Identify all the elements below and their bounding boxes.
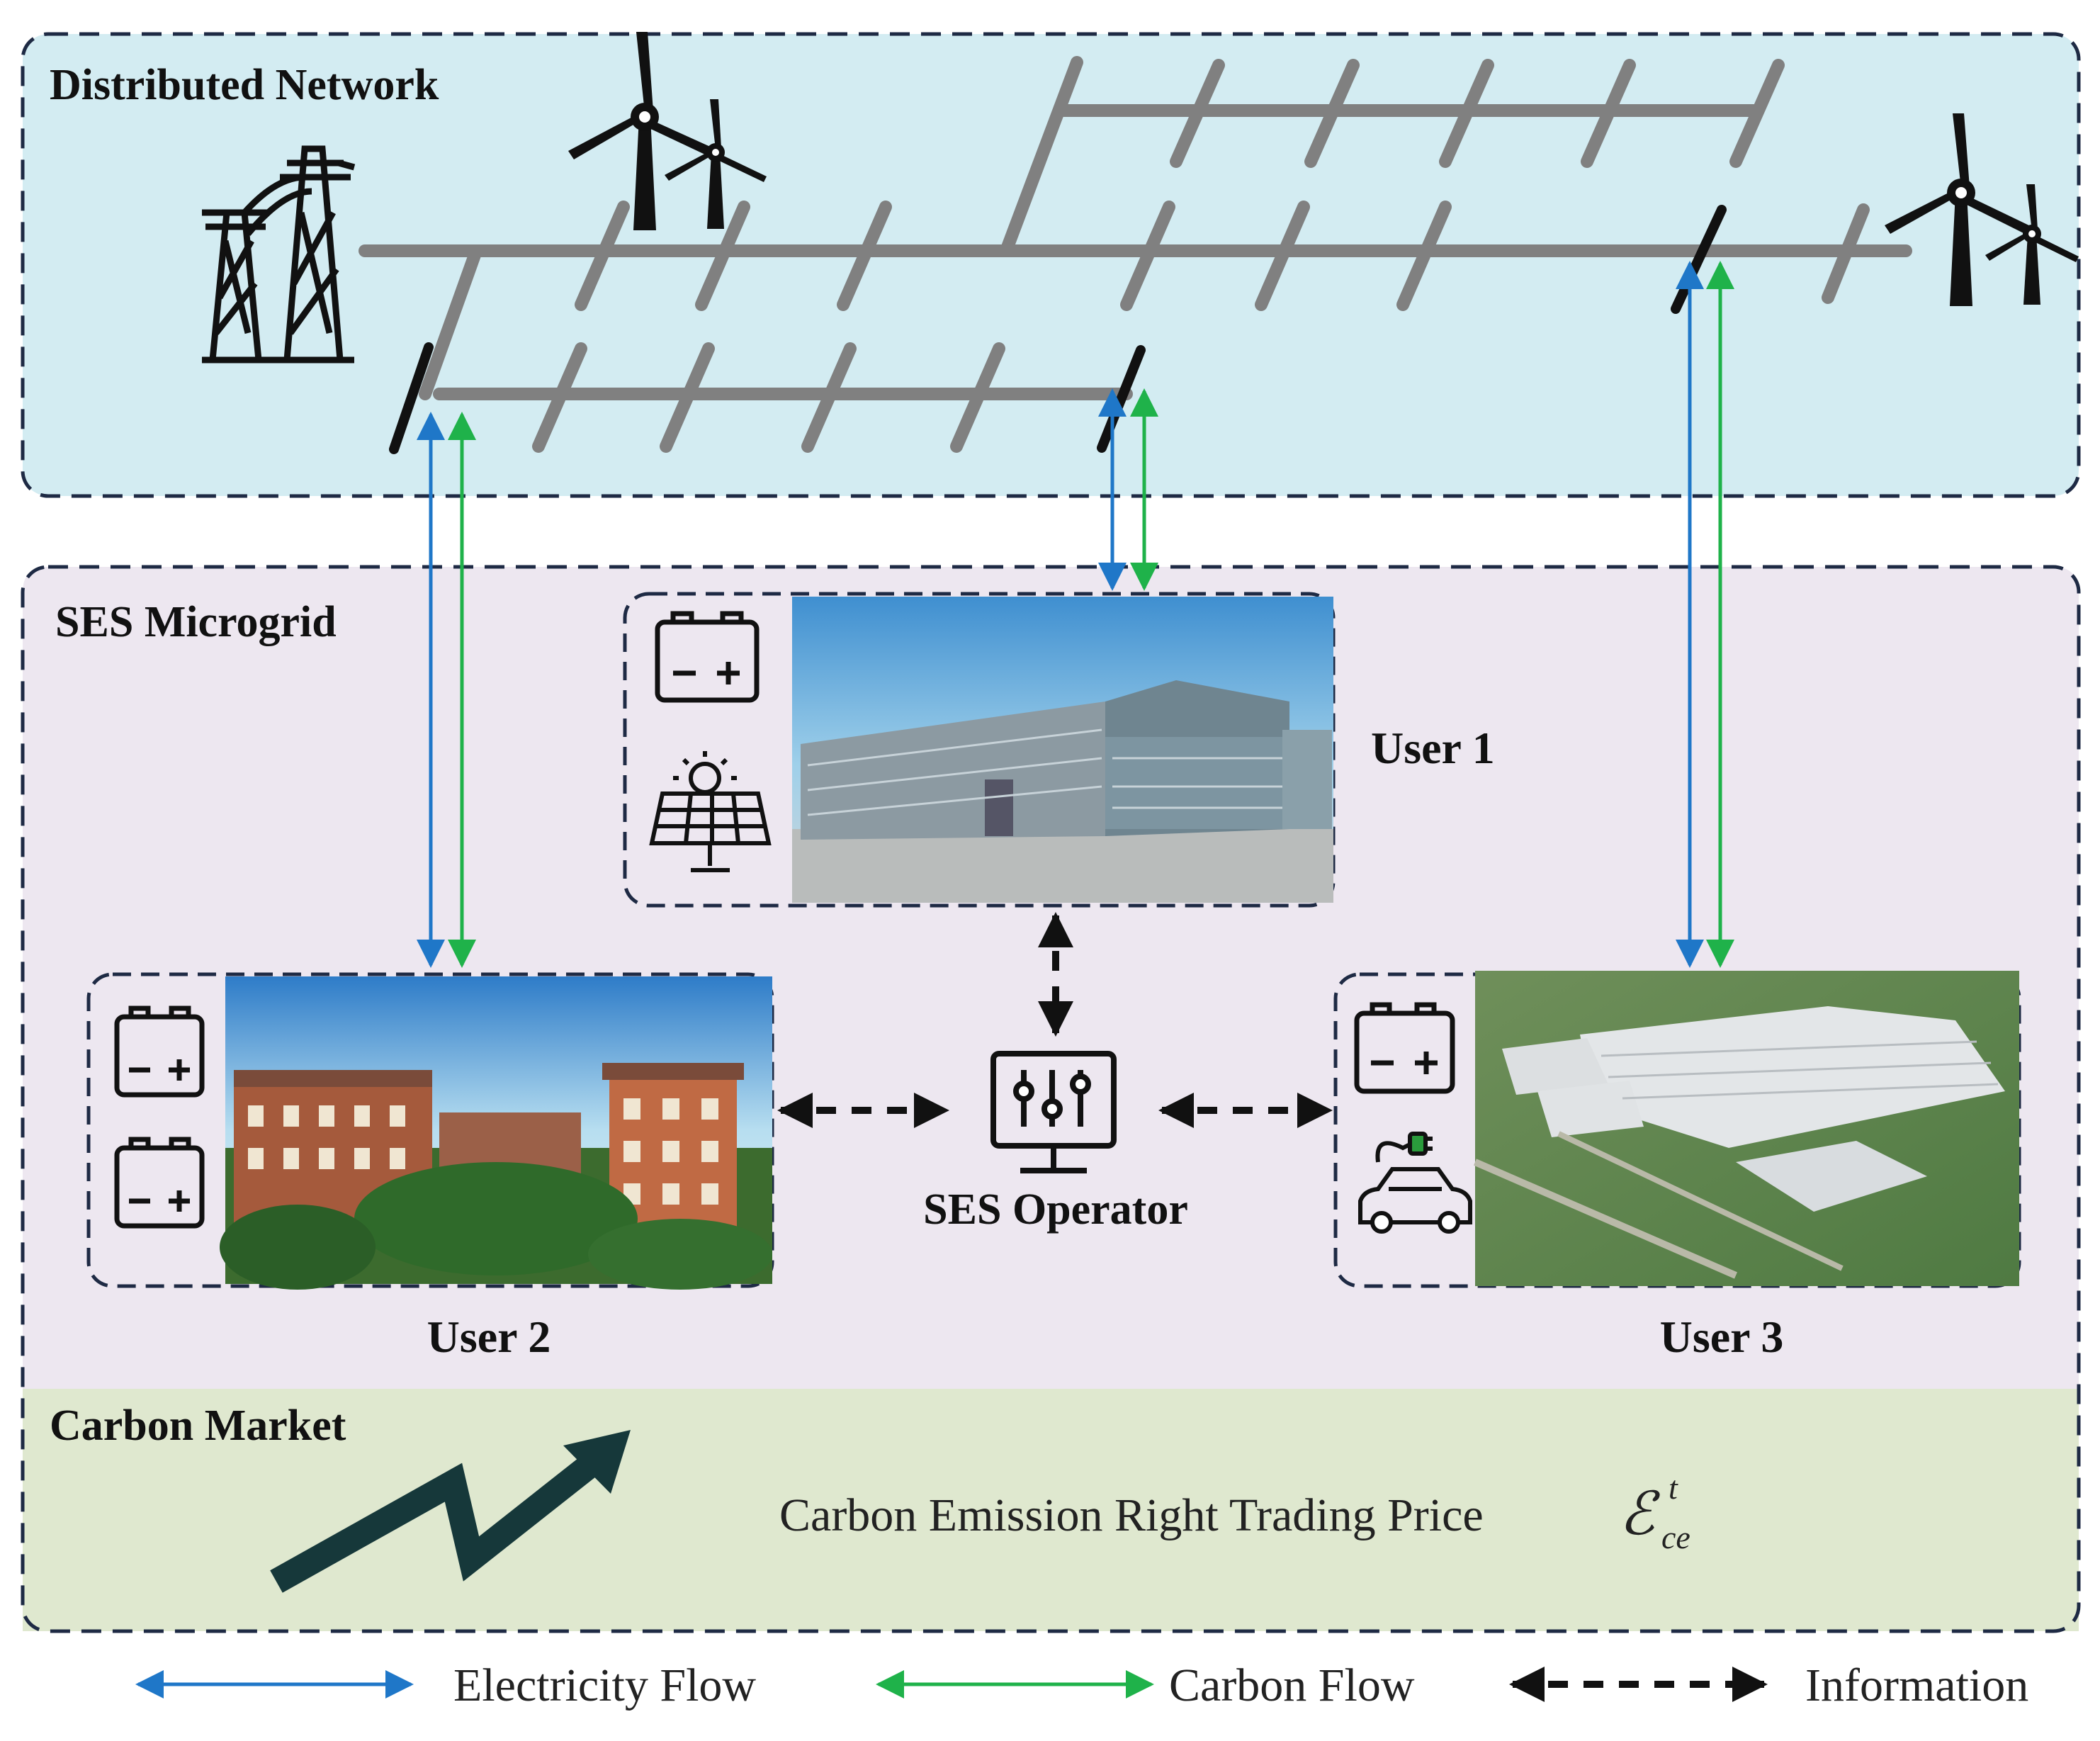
transmission-tower-icon [202,145,356,364]
microgrid-title: SES Microgrid [55,598,337,646]
information-flows [777,912,1333,1128]
carbon-market-region: Carbon Market Carbon Emission Right Trad… [50,1402,1690,1593]
legend-carbon-label: Carbon Flow [1169,1660,1415,1711]
price-superscript: t [1669,1470,1678,1506]
battery-icon [1354,1002,1455,1094]
user3-photo [1474,971,2019,1286]
battery-icon [114,1005,205,1098]
distributed-network-region: Distributed Network [21,32,2081,498]
network-title: Distributed Network [50,61,439,109]
user2-node: User 2 [86,972,774,1362]
price-symbol: ℰ [1619,1482,1661,1548]
legend-information-label: Information [1805,1660,2028,1711]
user1-photo [792,597,1333,903]
price-subscript: ce [1661,1519,1690,1555]
user2-label: User 2 [427,1312,551,1362]
battery-icon [114,1137,205,1229]
electricity-flows [417,261,1704,968]
price-label: Carbon Emission Right Trading Price [779,1489,1484,1541]
carbon-market-bg [23,1389,2079,1631]
legend-electricity-label: Electricity Flow [453,1660,756,1711]
solar-panel-icon [649,751,772,872]
user1-node: User 1 [623,592,1495,908]
ev-charging-icon [1358,1132,1472,1234]
user3-node: User 3 [1333,971,2021,1362]
operator-label: SES Operator [923,1185,1188,1234]
operator-node: SES Operator [923,1051,1188,1234]
legend: Electricity Flow Carbon Flow Information [135,1660,2028,1711]
market-title: Carbon Market [50,1402,346,1450]
wind-turbine-icon [568,32,2079,306]
trend-up-arrow-icon [270,1430,631,1593]
operator-monitor-icon [990,1051,1117,1173]
bus-network [359,56,1912,453]
carbon-flows [448,261,1734,968]
user2-photo [220,976,772,1290]
user1-label: User 1 [1371,723,1495,773]
battery-icon [655,611,760,703]
user3-label: User 3 [1660,1312,1784,1362]
